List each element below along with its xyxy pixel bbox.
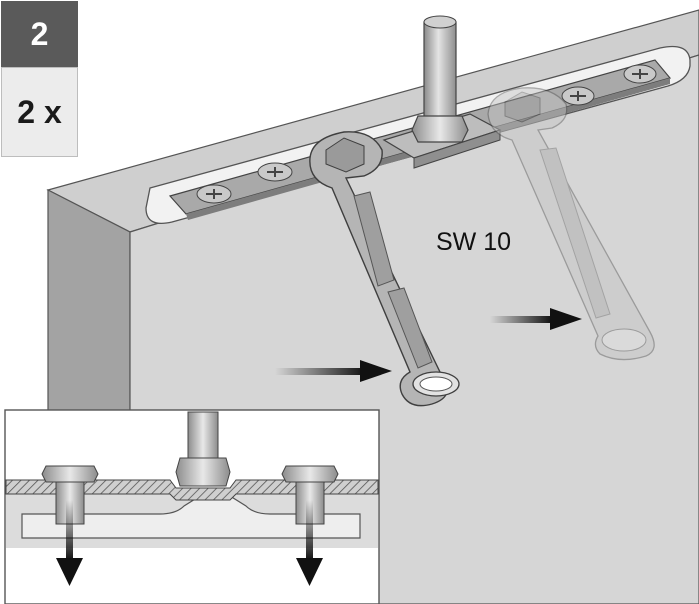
wrench-size-label: SW 10 — [436, 228, 512, 256]
screw-icon — [257, 162, 293, 182]
screw-icon — [623, 64, 657, 84]
step-quantity-badge: 2 x — [1, 67, 78, 157]
cross-section-inset — [4, 409, 380, 604]
arrow-right-icon — [275, 360, 392, 382]
plate-profile — [21, 495, 361, 539]
wrench-icon — [309, 131, 460, 407]
arrow-right-icon — [490, 308, 582, 330]
step-number-badge: 2 — [1, 1, 78, 67]
screw-icon — [561, 86, 595, 106]
hinge-pin — [411, 15, 469, 143]
screw-icon — [196, 184, 232, 204]
hatched-plate — [5, 479, 379, 501]
arrow-down-icon — [296, 500, 323, 586]
arrow-down-icon — [56, 500, 83, 586]
ghost-wrench-icon — [487, 87, 655, 361]
bolt-icon — [175, 411, 231, 487]
mounting-plate-assembly — [145, 15, 691, 225]
